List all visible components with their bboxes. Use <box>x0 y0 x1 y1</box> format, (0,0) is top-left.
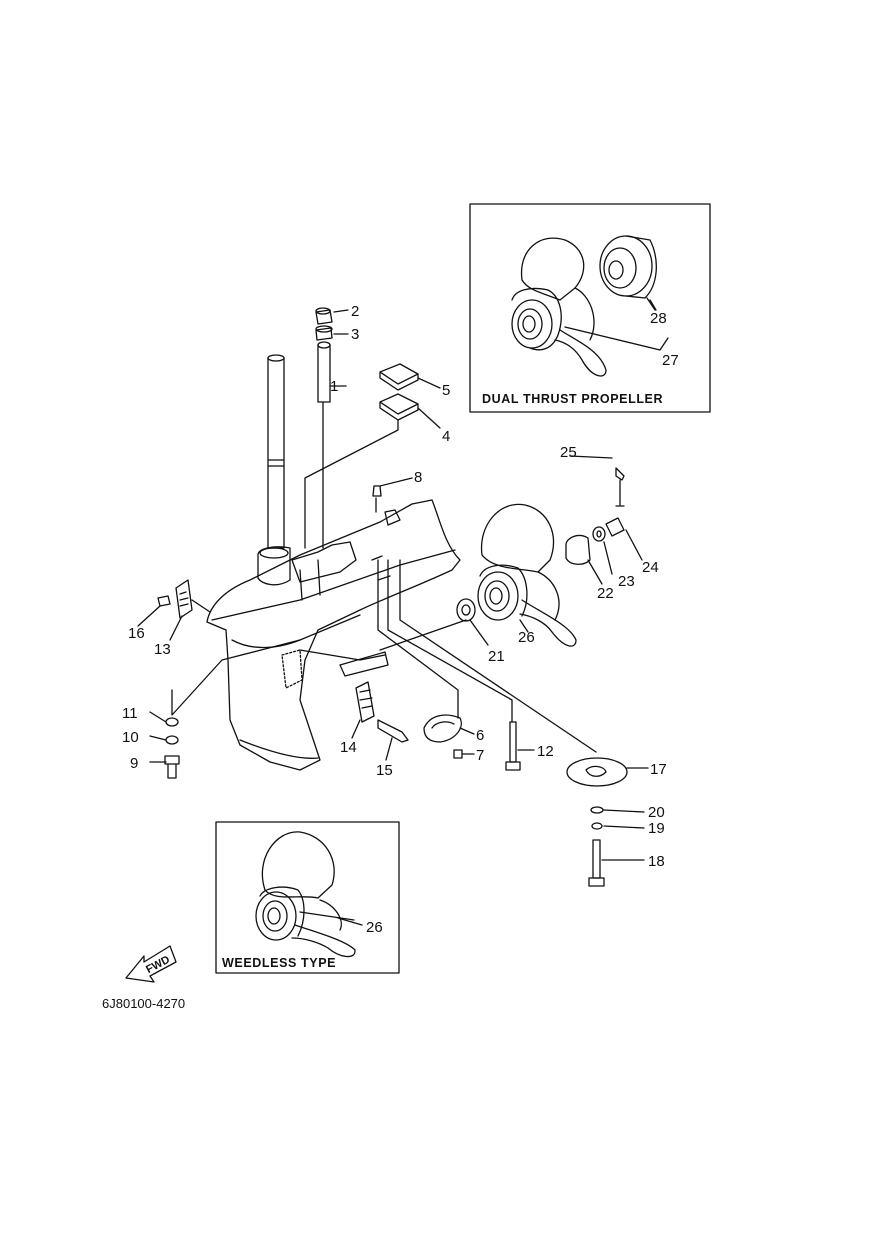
dual-thrust-inset-title: DUAL THRUST PROPELLER <box>482 392 663 406</box>
weedless-propeller-drawing <box>255 831 356 958</box>
part-number-20: 20 <box>648 804 665 821</box>
main-propeller-drawing <box>379 467 625 651</box>
dual-thrust-propeller-drawing <box>511 235 669 377</box>
weedless-inset-title: WEEDLESS TYPE <box>222 956 336 970</box>
plug-part-drawing <box>372 485 382 497</box>
part-number-15: 15 <box>376 762 393 779</box>
part-number-labels: 1 2 3 4 5 6 7 8 9 10 11 12 13 14 15 16 1… <box>122 303 679 936</box>
part-number-9: 9 <box>130 755 138 772</box>
part-number-17: 17 <box>650 761 667 778</box>
part-number-27: 27 <box>662 352 679 369</box>
anode-and-bolt-left-drawing <box>157 579 211 619</box>
part-number-14: 14 <box>340 739 357 756</box>
part-number-26-weedless: 26 <box>366 919 383 936</box>
dual-thrust-inset-frame <box>469 203 711 413</box>
drive-shaft-drawing <box>267 341 331 549</box>
part-number-23: 23 <box>618 573 635 590</box>
part-number-8: 8 <box>414 469 422 486</box>
grommet-parts-drawing <box>315 307 333 341</box>
anode-part-14-drawing <box>355 681 409 743</box>
part-number-22: 22 <box>597 585 614 602</box>
leader-lines <box>137 299 657 926</box>
part-number-16: 16 <box>128 625 145 642</box>
part-number-26: 26 <box>518 629 535 646</box>
part-number-10: 10 <box>122 729 139 746</box>
part-number-21: 21 <box>488 648 505 665</box>
part-number-18: 18 <box>648 853 665 870</box>
fwd-label: FWD <box>144 954 172 976</box>
part-number-13: 13 <box>154 641 171 658</box>
plate-and-bolts-drawing <box>377 559 597 771</box>
part-number-12: 12 <box>537 743 554 760</box>
part-number-3: 3 <box>351 326 359 343</box>
lower-unit-case-drawing <box>206 499 461 771</box>
part-number-2: 2 <box>351 303 359 320</box>
left-hardware-drawing <box>164 639 301 779</box>
part-number-1: 1 <box>330 378 338 395</box>
part-number-7: 7 <box>476 747 484 764</box>
pad-parts-drawing <box>304 363 419 549</box>
fwd-arrow-drawing <box>125 945 177 983</box>
part-number-28: 28 <box>650 310 667 327</box>
diagram-code: 6J80100-4270 <box>102 996 185 1011</box>
part-number-24: 24 <box>642 559 659 576</box>
trim-tab-and-hardware-drawing <box>566 757 628 887</box>
part-number-19: 19 <box>648 820 665 837</box>
weedless-inset-frame <box>215 821 400 974</box>
part-number-25: 25 <box>560 444 577 461</box>
part-number-5: 5 <box>442 382 450 399</box>
part-number-6: 6 <box>476 727 484 744</box>
part-number-11: 11 <box>122 705 138 722</box>
part-number-4: 4 <box>442 428 450 445</box>
